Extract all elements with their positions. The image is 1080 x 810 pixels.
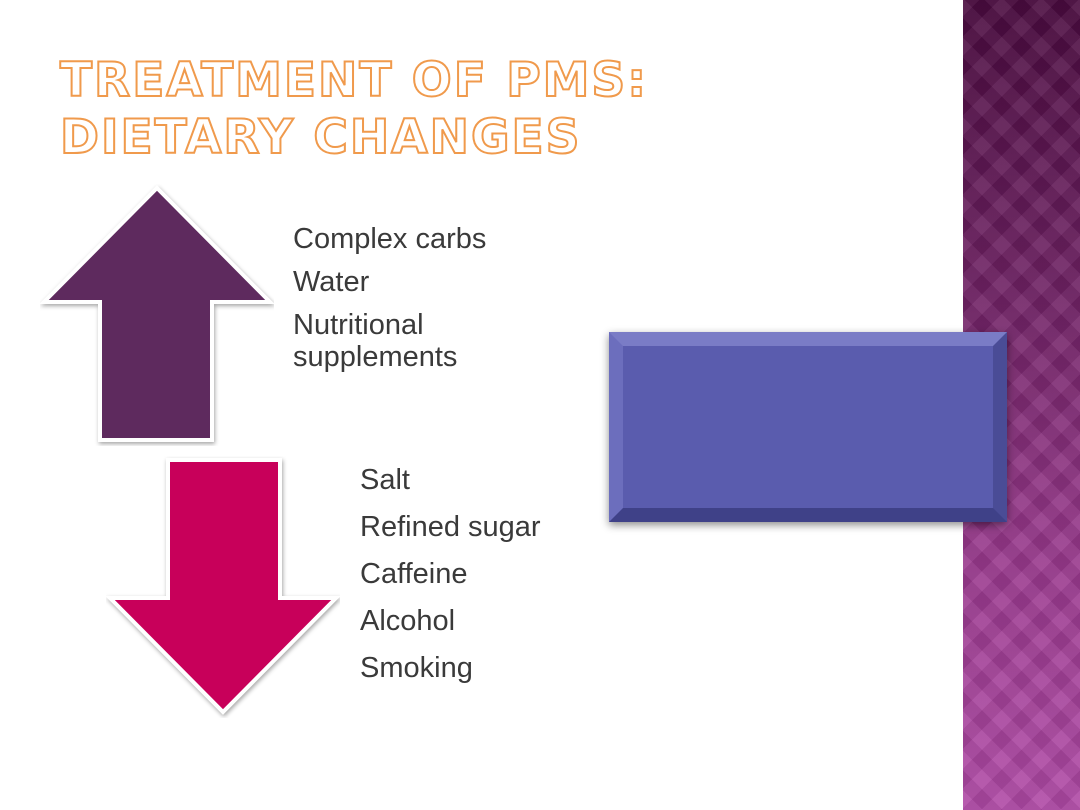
arrow-down-icon	[106, 458, 340, 715]
arrow-up-icon	[40, 185, 274, 442]
decrease-item: Alcohol	[360, 605, 456, 637]
decrease-list: Salt Refined sugar Caffeine Alcohol Smok…	[360, 464, 660, 699]
title-line-2: DIETARY CHANGES	[59, 109, 582, 166]
increase-item: Water	[293, 266, 370, 298]
decrease-item: Caffeine	[360, 558, 468, 590]
decrease-item: Salt	[360, 464, 410, 496]
increase-list: Complex carbs Water Nutritional suppleme…	[293, 223, 573, 384]
increase-item: Complex carbs	[293, 223, 487, 255]
decrease-item: Smoking	[360, 652, 473, 684]
decrease-item: Refined sugar	[360, 511, 541, 543]
title-line-1: TREATMENT OF PMS:	[59, 52, 649, 109]
slide-title: TREATMENT OF PMS: DIETARY CHANGES	[59, 52, 649, 166]
bevel-box	[609, 332, 1007, 522]
increase-item: Nutritional supplements	[293, 309, 458, 373]
